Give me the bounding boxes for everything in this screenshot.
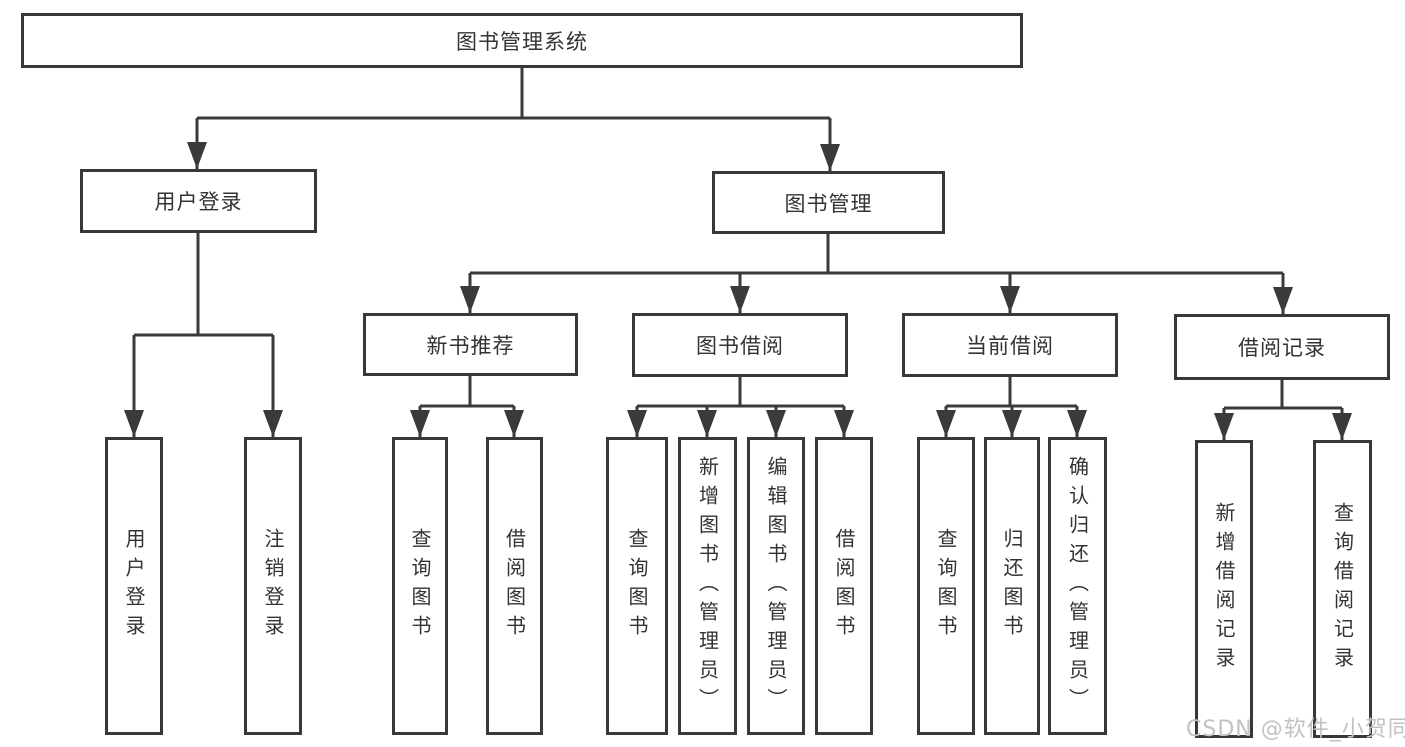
node-label: 查询图书: [625, 528, 649, 644]
node-label: 用户登录: [154, 190, 243, 214]
node-label: 图书借阅: [696, 334, 784, 358]
node-label: 图书管理系统: [456, 29, 588, 54]
arrowhead-icon: [1332, 413, 1352, 440]
node-label: 图书管理: [784, 191, 873, 216]
node-label: 编辑图书（管理员）: [764, 455, 788, 717]
node-add-borrow-record: 新增借阅记录: [1195, 440, 1253, 738]
arrowhead-icon: [936, 410, 956, 437]
node-borrow-books-leaf: 借阅图书: [815, 437, 873, 735]
node-label: 新增借阅记录: [1212, 502, 1236, 676]
arrowhead-icon: [263, 410, 283, 437]
node-confirm-return-admin: 确认归还（管理员）: [1048, 437, 1107, 735]
node-label: 注销登录: [261, 528, 285, 644]
arrowhead-icon: [124, 410, 144, 437]
node-label: 借阅图书: [502, 528, 527, 644]
node-root: 图书管理系统: [21, 13, 1023, 68]
node-query-books-rec: 查询图书: [392, 437, 448, 735]
arrowhead-icon: [730, 286, 750, 313]
node-label: 查询借阅记录: [1330, 502, 1355, 676]
node-query-borrow-record: 查询借阅记录: [1313, 440, 1372, 738]
arrowhead-icon: [820, 144, 840, 171]
node-query-books-borrow: 查询图书: [606, 437, 668, 735]
node-label: 新书推荐: [426, 333, 515, 358]
node-label: 确认归还（管理员）: [1065, 455, 1090, 717]
arrowhead-icon: [1002, 410, 1022, 437]
node-user-login: 用户登录: [80, 169, 317, 233]
arrowhead-icon: [627, 410, 647, 437]
node-borrowing-records: 借阅记录: [1174, 314, 1390, 380]
node-label: 归还图书: [1000, 528, 1024, 644]
arrowhead-icon: [1214, 413, 1234, 440]
arrowhead-icon: [766, 410, 786, 437]
node-label: 借阅图书: [832, 528, 856, 644]
node-edit-books-admin: 编辑图书（管理员）: [747, 437, 805, 735]
arrowhead-icon: [834, 410, 854, 437]
node-label: 查询图书: [408, 528, 432, 644]
arrowhead-icon: [697, 410, 717, 437]
arrowhead-icon: [460, 286, 480, 313]
arrowhead-icon: [410, 410, 430, 437]
node-label: 用户登录: [122, 528, 146, 644]
arrowhead-icon: [1000, 286, 1020, 313]
arrowhead-icon: [1067, 410, 1087, 437]
watermark: CSDN @软件_小贺同学: [1186, 717, 1405, 742]
node-user-login-leaf: 用户登录: [105, 437, 163, 735]
node-query-books-current: 查询图书: [917, 437, 975, 735]
node-add-books-admin: 新增图书（管理员）: [678, 437, 737, 735]
arrowhead-icon: [1273, 287, 1293, 314]
node-logout-leaf: 注销登录: [244, 437, 302, 735]
node-book-borrowing: 图书借阅: [632, 313, 848, 377]
node-return-books: 归还图书: [984, 437, 1040, 735]
arrowhead-icon: [504, 410, 524, 437]
arrowhead-icon: [187, 142, 207, 169]
node-label: 借阅记录: [1238, 336, 1326, 360]
node-new-book-rec: 新书推荐: [363, 313, 578, 376]
node-label: 查询图书: [934, 528, 958, 644]
node-label: 新增图书（管理员）: [695, 455, 720, 717]
node-borrow-books-rec: 借阅图书: [486, 437, 543, 735]
node-label: 当前借阅: [966, 334, 1054, 358]
node-book-management: 图书管理: [712, 171, 945, 234]
node-current-borrowing: 当前借阅: [902, 313, 1118, 377]
